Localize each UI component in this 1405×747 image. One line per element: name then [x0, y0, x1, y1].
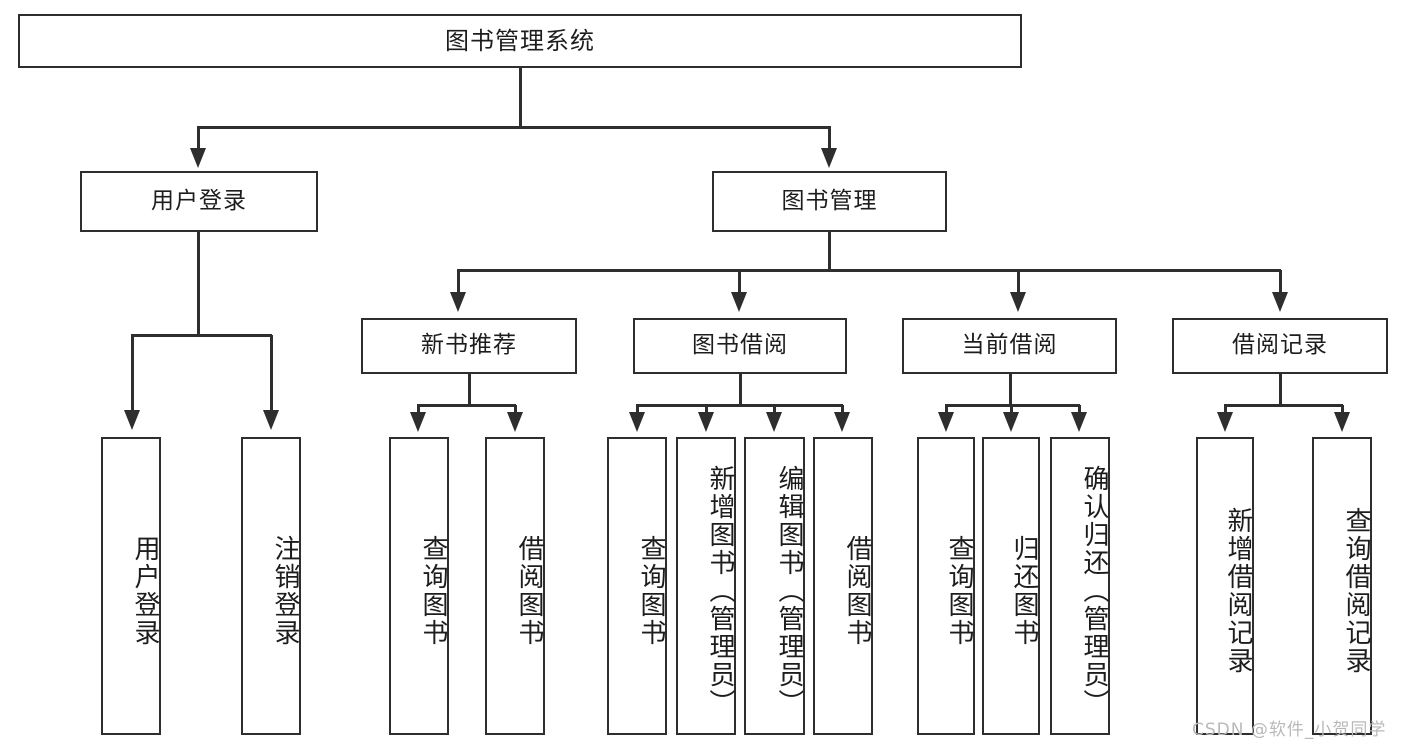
edge-new-book-recommend-bus: [417, 404, 516, 407]
node-label: 图书管理: [781, 187, 878, 214]
node-label: 编辑图书（管理员）: [774, 465, 804, 717]
node-label: 查询借阅记录: [1341, 507, 1371, 675]
edge-user-login-drop-1: [131, 335, 134, 413]
edge-root-drop-2: [828, 127, 831, 151]
node-borrow-record[interactable]: 借阅记录: [1172, 318, 1388, 374]
node-label: 借阅记录: [1232, 332, 1328, 359]
node-label: 查询图书: [418, 535, 448, 647]
node-label: 归还图书: [1009, 535, 1039, 647]
edge-book-borrow-drop-1: [636, 405, 639, 413]
edge-book-manage-drop-3: [1017, 270, 1020, 295]
node-label: 用户登录: [151, 187, 247, 214]
arrowhead-root-to-user-login: [190, 148, 206, 168]
edge-borrow-record-drop-1: [1224, 405, 1227, 413]
edge-root-bus: [197, 126, 831, 129]
edge-book-manage-drop-1: [457, 270, 460, 295]
node-current-borrow[interactable]: 当前借阅: [902, 318, 1117, 374]
edge-book-borrow-drop-3: [773, 405, 776, 413]
node-leaf-user-login[interactable]: 用户登录: [101, 437, 161, 735]
edge-book-manage-drop-4: [1279, 270, 1282, 295]
node-leaf-query-book-borrow[interactable]: 查询图书: [607, 437, 667, 735]
edge-borrow-record-bus: [1224, 404, 1343, 407]
node-leaf-query-book-current[interactable]: 查询图书: [917, 437, 975, 735]
node-book-manage[interactable]: 图书管理: [712, 171, 947, 232]
edge-book-borrow-bus: [636, 404, 843, 407]
node-leaf-confirm-return[interactable]: 确认归还（管理员）: [1050, 437, 1110, 735]
node-label: 图书借阅: [692, 332, 788, 359]
arrowhead-root-to-book-manage: [821, 148, 837, 168]
arrowhead-to-leaf-query-book-current: [938, 412, 954, 432]
node-label: 借阅图书: [514, 535, 544, 647]
node-leaf-edit-book[interactable]: 编辑图书（管理员）: [744, 437, 805, 735]
edge-book-borrow-drop-2: [705, 405, 708, 413]
node-book-borrow[interactable]: 图书借阅: [633, 318, 847, 374]
arrowhead-to-leaf-user-login: [124, 410, 140, 430]
node-label: 查询图书: [636, 535, 666, 647]
edge-new-book-recommend-drop-1: [417, 405, 420, 413]
arrowhead-to-current-borrow: [1010, 292, 1026, 312]
node-leaf-add-borrow-record[interactable]: 新增借阅记录: [1196, 437, 1254, 735]
edge-book-borrow-drop-4: [841, 405, 844, 413]
node-new-book-recommend[interactable]: 新书推荐: [361, 318, 577, 374]
node-user-login[interactable]: 用户登录: [80, 171, 318, 232]
arrowhead-to-leaf-confirm-return: [1071, 412, 1087, 432]
node-label: 新增图书（管理员）: [705, 465, 735, 717]
arrowhead-to-leaf-edit-book: [766, 412, 782, 432]
edge-borrow-record-drop-2: [1341, 405, 1344, 413]
edge-user-login-bus: [131, 334, 272, 337]
node-label: 借阅图书: [842, 535, 872, 647]
node-label: 当前借阅: [961, 332, 1058, 359]
node-label: 图书管理系统: [445, 26, 595, 55]
node-leaf-query-borrow-record[interactable]: 查询借阅记录: [1312, 437, 1372, 735]
node-leaf-add-book[interactable]: 新增图书（管理员）: [676, 437, 736, 735]
edge-borrow-record-stem: [1279, 374, 1282, 406]
node-leaf-borrow-book[interactable]: 借阅图书: [813, 437, 873, 735]
arrowhead-to-leaf-add-book: [698, 412, 714, 432]
node-label: 确认归还（管理员）: [1079, 465, 1109, 717]
arrowhead-to-leaf-return-book: [1003, 412, 1019, 432]
edge-book-manage-drop-2: [738, 270, 741, 295]
arrowhead-to-leaf-borrow-book: [834, 412, 850, 432]
arrowhead-to-new-book-recommend: [450, 292, 466, 312]
node-leaf-borrow-book-recommend[interactable]: 借阅图书: [485, 437, 545, 735]
edge-book-manage-bus: [457, 269, 1281, 272]
arrowhead-to-leaf-query-book-recommend: [410, 412, 426, 432]
edge-user-login-stem: [197, 232, 200, 336]
edge-user-login-drop-2: [270, 335, 273, 413]
arrowhead-to-leaf-add-borrow-record: [1217, 412, 1233, 432]
node-label: 新增借阅记录: [1223, 507, 1253, 675]
arrowhead-to-borrow-record: [1272, 292, 1288, 312]
edge-new-book-recommend-stem: [468, 374, 471, 406]
edge-book-borrow-stem: [739, 374, 742, 406]
edge-root-drop-1: [197, 127, 200, 151]
node-leaf-return-book[interactable]: 归还图书: [982, 437, 1040, 735]
edge-book-manage-stem: [828, 232, 831, 271]
node-leaf-query-book-recommend[interactable]: 查询图书: [389, 437, 449, 735]
edge-current-borrow-stem: [1009, 374, 1012, 406]
node-leaf-user-logout[interactable]: 注销登录: [241, 437, 301, 735]
node-label: 新书推荐: [421, 332, 517, 359]
edge-new-book-recommend-drop-2: [514, 405, 517, 413]
node-label: 查询图书: [944, 535, 974, 647]
node-label: 注销登录: [270, 535, 300, 647]
arrowhead-to-leaf-borrow-book-recommend: [507, 412, 523, 432]
edge-current-borrow-drop-1: [945, 405, 948, 413]
edge-root-stem: [519, 68, 522, 128]
arrowhead-to-leaf-query-borrow-record: [1334, 412, 1350, 432]
edge-current-borrow-drop-3: [1078, 405, 1081, 413]
edge-current-borrow-drop-2: [1010, 405, 1013, 413]
arrowhead-to-leaf-query-book-borrow: [629, 412, 645, 432]
node-label: 用户登录: [130, 535, 160, 647]
node-root-system[interactable]: 图书管理系统: [18, 14, 1022, 68]
arrowhead-to-book-borrow: [731, 292, 747, 312]
arrowhead-to-leaf-user-logout: [263, 410, 279, 430]
